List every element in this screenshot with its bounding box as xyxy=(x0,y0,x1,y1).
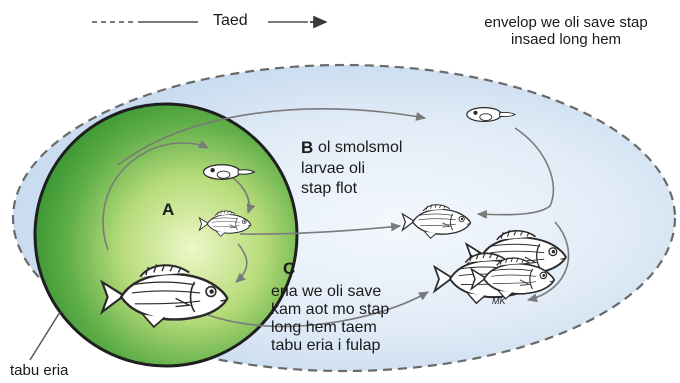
spillover-label-line: eria we oli save xyxy=(271,283,389,301)
spillover-label-line: long hem taem xyxy=(271,319,389,337)
tabu-area-circle xyxy=(35,104,297,366)
marker-a: A xyxy=(162,200,174,220)
larvae-label-line: larvae oli xyxy=(301,160,365,178)
larvae-label-line: ol smolsmol xyxy=(318,139,402,157)
envelope-label: envelop we oli save stap insaed long hem xyxy=(460,14,672,48)
artist-signature: MK xyxy=(492,296,506,306)
larvae-label: ol smolsmol xyxy=(318,139,402,157)
time-label: Taed xyxy=(213,12,248,30)
envelope-label-line: envelop we oli save stap xyxy=(460,14,672,31)
tabu-label-leader xyxy=(30,312,60,360)
larvae-label-line: stap flot xyxy=(301,180,365,198)
marker-c: C xyxy=(283,259,295,279)
spillover-label: eria we oli save kam aot mo stap long he… xyxy=(271,283,389,355)
spillover-label-line: tabu eria i fulap xyxy=(271,337,389,355)
envelope-label-line: insaed long hem xyxy=(460,31,672,48)
spillover-label-line: kam aot mo stap xyxy=(271,301,389,319)
tabu-area-label: tabu eria xyxy=(10,362,68,379)
larvae-label-cont: larvae oli stap flot xyxy=(301,160,365,198)
marker-b: B xyxy=(301,138,313,158)
